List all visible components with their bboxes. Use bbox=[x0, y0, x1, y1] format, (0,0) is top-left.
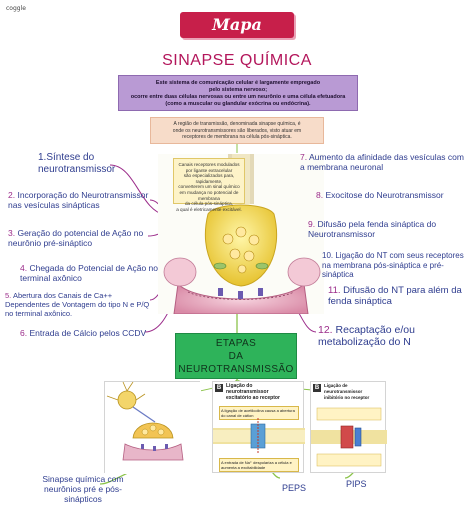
step-number: 3. bbox=[8, 228, 16, 238]
peps-label: PEPS bbox=[282, 483, 307, 493]
step-11: 11. Difusão do NT para além da fenda sin… bbox=[328, 285, 468, 307]
panel-synapse-illustration bbox=[104, 381, 201, 474]
step-number: 8. bbox=[316, 190, 324, 200]
step-number: 2. bbox=[8, 190, 16, 200]
panel-c-title-line: neurotransmissor bbox=[324, 389, 363, 394]
step-number: 7. bbox=[300, 152, 308, 162]
transmission-zone-box: A região de transmissão, denominada sina… bbox=[150, 117, 324, 144]
definition-line: (como a muscular ou glandular exócrina o… bbox=[165, 101, 311, 107]
panel-b-badge: B bbox=[215, 384, 223, 392]
panel-c-title-line: inibitório no receptor bbox=[324, 395, 370, 400]
title-banner: Mapa mental bbox=[180, 12, 294, 60]
step-number: 4. bbox=[20, 263, 28, 273]
step-4: 4. Chegada do Potencial de Ação no termi… bbox=[20, 263, 160, 283]
step-1: 1.Síntese do neurotransmissor bbox=[38, 152, 126, 176]
receptor-note-line: em mudança no potencial de membrana bbox=[179, 189, 239, 201]
receptor-note-line: Canais receptores modulados bbox=[178, 162, 240, 167]
panel-c-badge: B bbox=[313, 384, 321, 392]
synapse-label: Sinapse química com neurônios pré e pós-… bbox=[42, 474, 124, 504]
step-3: 3. Geração do potencial de Ação no neurô… bbox=[8, 228, 154, 248]
panel-b-title: Ligação do neurotransmissor excitatório … bbox=[226, 383, 280, 401]
step-number: 12. bbox=[318, 324, 333, 336]
step-text: Exocitose do Neurotransmissor bbox=[325, 190, 444, 200]
neurons-drawing bbox=[105, 381, 201, 474]
step-text: Difusão pela fenda sináptica do Neurotra… bbox=[308, 219, 437, 239]
step-7: 7. Aumento da afinidade das vesículas co… bbox=[300, 152, 468, 172]
panel-b-note-top: A ligação de acetilcolina causa a abertu… bbox=[219, 406, 299, 420]
receptor-note-line: a qual é eletricamente excitável. bbox=[176, 206, 242, 212]
panel-c-title-line: Ligação de bbox=[324, 383, 348, 388]
step-number: 1. bbox=[38, 152, 47, 163]
step-text: Abertura dos Canais de Ca++ Dependentes … bbox=[5, 291, 150, 318]
etapas-line: NEUROTRANSMISSÃO bbox=[178, 364, 294, 375]
step-text: Geração do potencial de Ação no neurônio… bbox=[8, 228, 144, 248]
panel-c-title: Ligação de neurotransmissor inibitório n… bbox=[324, 383, 369, 401]
step-number: 9. bbox=[308, 219, 316, 229]
step-number: 10. bbox=[322, 251, 334, 260]
panel-b-title-line: Ligação do bbox=[226, 383, 253, 389]
receptor-note-line: converterem um sinal químico bbox=[178, 184, 240, 190]
etapas-box: ETAPAS DA NEUROTRANSMISSÃO bbox=[175, 333, 297, 379]
step-5: 5. Abertura dos Canais de Ca++ Dependent… bbox=[5, 291, 153, 318]
step-2: 2. Incorporação do Neurotransmissor nas … bbox=[8, 190, 154, 210]
step-10: 10. Ligação do NT com seus receptores na… bbox=[322, 251, 468, 280]
panel-b-note-bottom: A entrada de Na⁺ despolariza a célula e … bbox=[219, 458, 299, 472]
step-12: 12. Recaptação e/ou metabolização do N bbox=[318, 324, 468, 348]
step-text: Síntese do neurotransmissor bbox=[38, 152, 116, 175]
pips-label: PIPS bbox=[346, 479, 367, 489]
step-text: Ligação do NT com seus receptores na mem… bbox=[322, 251, 464, 279]
step-number: 11. bbox=[328, 285, 341, 296]
step-6: 6. Entrada de Cálcio pelos CCDV bbox=[20, 328, 150, 338]
definition-line: pelo sistema nervoso; bbox=[208, 87, 268, 93]
step-text: Entrada de Cálcio pelos CCDV bbox=[29, 328, 147, 338]
panel-excitatory: B Ligação do neurotransmissor excitatóri… bbox=[212, 381, 305, 473]
banner-title: Mapa mental bbox=[205, 15, 269, 60]
panel-b-membrane bbox=[213, 418, 305, 454]
panel-b-title-line: neurotransmissor bbox=[226, 389, 269, 395]
step-number: 5. bbox=[5, 291, 12, 300]
receptor-note-line: da célula pós-sináptica, bbox=[184, 201, 233, 207]
definition-line: ocorre entre duas células nervosas ou en… bbox=[130, 94, 346, 100]
step-text: Chegada do Potencial de Ação no terminal… bbox=[20, 263, 159, 283]
panel-b-title-line: excitatório ao receptor bbox=[226, 395, 280, 401]
step-text: Difusão do NT para além da fenda sinápti… bbox=[328, 285, 462, 307]
step-text: Incorporação do Neurotransmissor nas ves… bbox=[8, 190, 149, 210]
receptor-note-line: são especializados para, rapidamente, bbox=[183, 173, 235, 184]
step-number: 6. bbox=[20, 328, 28, 338]
definition-line: Este sistema de comunicação celular é la… bbox=[155, 80, 321, 86]
zone-line: onde os neurotransmissores são liberados… bbox=[172, 127, 302, 134]
step-9: 9. Difusão pela fenda sináptica do Neuro… bbox=[308, 219, 468, 239]
step-8: 8. Exocitose do Neurotransmissor bbox=[316, 190, 468, 200]
step-text: Aumento da afinidade das vesículas com a… bbox=[300, 152, 464, 172]
panel-inhibitory: B Ligação de neurotransmissor inibitório… bbox=[310, 381, 387, 473]
etapas-line: DA bbox=[228, 351, 244, 362]
main-title: SINAPSE QUÍMICA bbox=[162, 52, 312, 69]
panel-c-membrane bbox=[311, 407, 387, 467]
author-credit: coggle bbox=[6, 5, 26, 12]
zone-line: receptores de membrana na célula pós-sin… bbox=[182, 134, 292, 140]
etapas-line: ETAPAS bbox=[215, 338, 257, 349]
step-text: Recaptação e/ou metabolização do N bbox=[318, 324, 415, 348]
receptor-note-line: por ligante extracelular bbox=[185, 167, 233, 173]
definition-box: Este sistema de comunicação celular é la… bbox=[118, 75, 358, 111]
zone-line: A região de transmissão, denominada sina… bbox=[173, 121, 301, 127]
receptor-note: Canais receptores modulados por ligante … bbox=[173, 158, 245, 212]
